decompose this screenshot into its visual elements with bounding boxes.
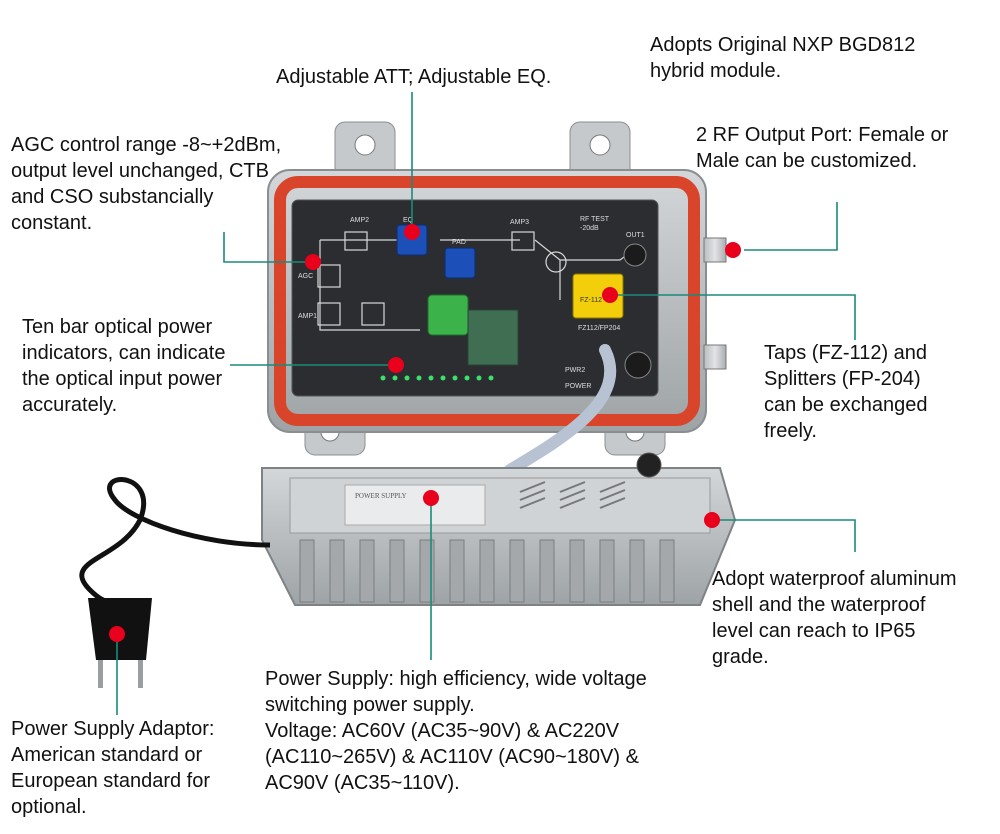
callout-nxp-module: Adopts Original NXP BGD812 hybrid module… xyxy=(650,34,916,82)
marker-att-eq xyxy=(404,224,420,240)
marker-waterproof xyxy=(704,512,720,528)
board-label-pad: PAD xyxy=(452,239,466,246)
callout-waterproof: Adopt waterproof aluminum shell and the … xyxy=(712,568,957,668)
marker-agc xyxy=(305,254,321,270)
marker-power-supply xyxy=(423,490,439,506)
board-label-agc: AGC xyxy=(298,273,313,280)
board-label-amp3: AMP3 xyxy=(510,219,529,226)
callout-adaptor: Power Supply Adaptor: American standard … xyxy=(11,718,215,818)
device-base: POWER SUPPLY xyxy=(261,452,737,606)
board-label-fz112: FZ-112 xyxy=(580,297,602,304)
marker-taps xyxy=(602,287,618,303)
board-label-rf-test-level: -20dB xyxy=(580,225,599,232)
marker-rf-output xyxy=(725,242,741,258)
board-label-rf-test: RF TEST xyxy=(580,216,610,223)
callout-taps-splitters: Taps (FZ-112) and Splitters (FP-204) can… xyxy=(764,342,928,442)
board-label-amp2: AMP2 xyxy=(350,217,369,224)
board-label-amp1: AMP1 xyxy=(298,313,317,320)
callout-power-supply: Power Supply: high efficiency, wide volt… xyxy=(265,668,647,794)
marker-adaptor xyxy=(109,626,125,642)
board-label-fz-fp: FZ112/FP204 xyxy=(578,325,620,332)
board-label-eq: EQ xyxy=(403,217,414,224)
internal-cable xyxy=(504,344,617,476)
marker-optical-indicators xyxy=(388,357,404,373)
callout-optical-indicators: Ten bar optical power indicators, can in… xyxy=(22,316,226,416)
callout-att-eq: Adjustable ATT; Adjustable EQ. xyxy=(276,66,552,88)
board-label-pwr2: PWR2 xyxy=(565,367,585,374)
device-lid: AMP2 EQ PAD AMP3 RF TEST -20dB OUT1 AGC … xyxy=(267,169,707,433)
callout-markers xyxy=(109,224,741,642)
leader-lines xyxy=(116,92,856,715)
callout-agc: AGC control range -8~+2dBm, output level… xyxy=(11,134,282,234)
power-cord-and-plug xyxy=(79,477,271,688)
lid-label-power-supply: POWER SUPPLY xyxy=(355,492,407,500)
callout-rf-output: 2 RF Output Port: Female or Male can be … xyxy=(696,124,949,172)
board-label-out1: OUT1 xyxy=(626,232,645,239)
rf-output-ports xyxy=(703,237,727,370)
board-label-power: POWER xyxy=(565,383,591,390)
